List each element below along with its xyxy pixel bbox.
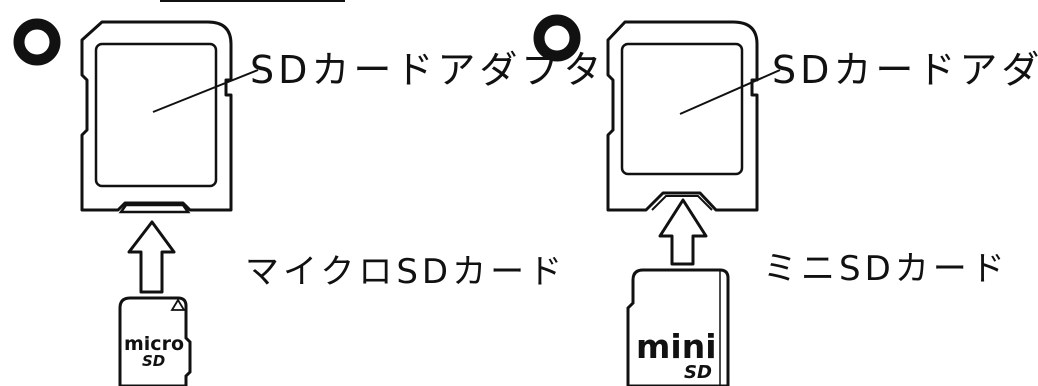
adapter-leader-line	[152, 69, 259, 113]
insert-arrow-icon	[658, 198, 708, 266]
sd-adapter-outline	[80, 20, 233, 212]
card-label: マイクロSDカード	[245, 252, 566, 292]
minisd-slot	[651, 195, 713, 211]
insert-arrow-icon	[127, 220, 176, 294]
ok-circle-icon	[533, 14, 581, 62]
microsd-slot	[118, 203, 191, 214]
panel-microsd: SDカードアダプタ マイクロSDカード micro SD	[13, 18, 601, 386]
card-logo-top: micro	[124, 333, 184, 355]
sd-adapter-outline	[606, 20, 759, 212]
panel-minisd: SDカードアダプタ ミニSDカード mini SD	[533, 14, 1038, 386]
card-logo-bottom: SD	[142, 352, 165, 370]
microsd-card	[118, 296, 192, 386]
adapter-label: SDカードアダプタ	[772, 48, 1038, 92]
card-label: ミニSDカード	[763, 249, 1009, 289]
ok-circle-icon	[13, 18, 61, 66]
card-logo-bottom: SD	[684, 362, 712, 383]
sd-adapter-label-area	[94, 42, 218, 188]
sd-adapter-label-area	[620, 42, 744, 176]
card-orientation-icon	[170, 298, 186, 311]
card-logo-top: mini	[636, 327, 717, 366]
minisd-card	[626, 268, 730, 386]
adapter-leader-line	[679, 69, 781, 115]
